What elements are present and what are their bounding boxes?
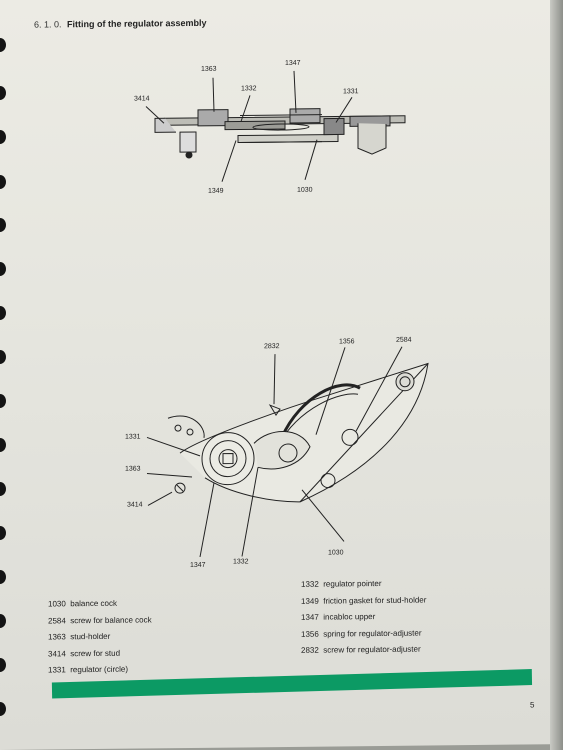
callout-1030-top: 1030 (297, 186, 313, 194)
callout-3414-top: 3414 (134, 95, 150, 103)
parts-list-left: 1030 balance cock 2584 screw for balance… (48, 595, 152, 679)
callout-1363: 1363 (125, 465, 141, 473)
part-item: 1331 regulator (circle) (48, 664, 129, 675)
part-item: 3414 screw for stud (48, 648, 121, 658)
part-item: 1347 incabloc upper (301, 612, 376, 622)
part-item: 2584 screw for balance cock (48, 614, 152, 625)
page-edge-shadow (550, 0, 563, 750)
manual-page: 6. 1. 0. Fitting of the regulator assemb… (0, 0, 550, 750)
callout-3414: 3414 (127, 501, 143, 509)
callout-2584: 2584 (396, 336, 412, 344)
callout-1331-top: 1331 (343, 88, 359, 96)
callout-1349-top: 1349 (208, 187, 224, 195)
page-number: 5 (530, 700, 535, 710)
callout-1363-top: 1363 (201, 65, 217, 73)
part-item: 1332 regulator pointer (301, 579, 382, 589)
callout-1347-top: 1347 (285, 59, 301, 68)
part-item: 1349 friction gasket for stud-holder (301, 595, 427, 606)
callout-1347: 1347 (190, 561, 206, 570)
callout-1331: 1331 (125, 433, 141, 441)
callout-1030: 1030 (328, 549, 344, 557)
parts-list-right: 1332 regulator pointer 1349 friction gas… (301, 576, 426, 660)
callout-1332: 1332 (233, 558, 249, 566)
callout-1356: 1356 (339, 338, 355, 346)
part-item: 1356 spring for regulator-adjuster (301, 628, 422, 639)
callout-2832: 2832 (264, 343, 280, 351)
callout-1332-top: 1332 (241, 85, 257, 93)
part-item: 2832 screw for regulator-adjuster (301, 644, 421, 655)
part-item: 1363 stud-holder (48, 631, 111, 642)
part-item: 1030 balance cock (48, 598, 117, 609)
